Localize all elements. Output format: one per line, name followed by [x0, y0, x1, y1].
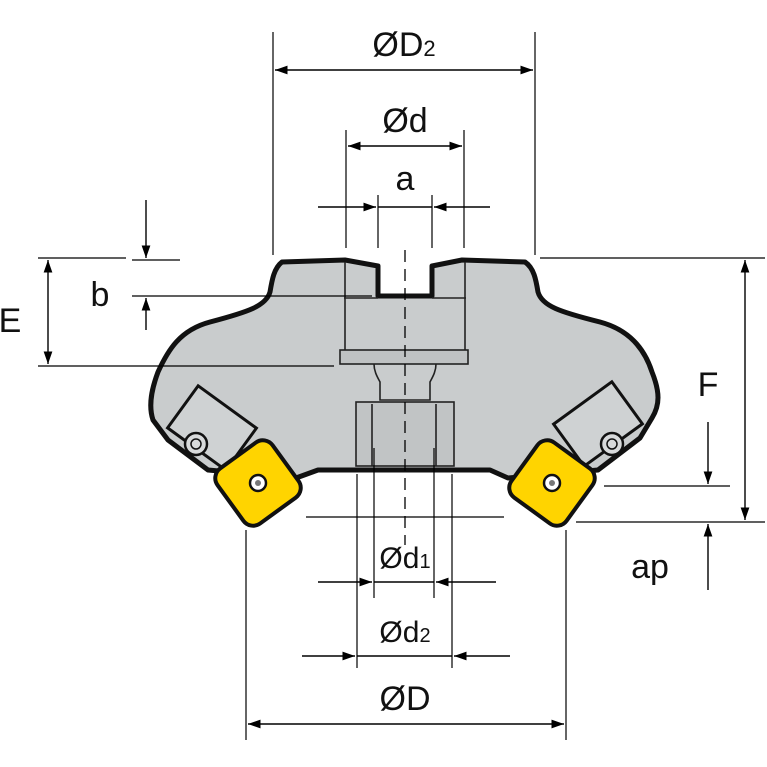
- label-D2: ØD2: [372, 26, 435, 64]
- cutter-body: [148, 250, 661, 545]
- label-E: E: [0, 302, 21, 340]
- dim-d: Ød: [345, 102, 465, 248]
- dim-d2: Ød2: [302, 474, 510, 668]
- dim-F: F: [540, 257, 765, 523]
- dim-D2: ØD2: [272, 26, 536, 255]
- dim-ap: ap: [604, 422, 730, 590]
- right-clamp-screw-icon: [599, 431, 625, 457]
- label-ap: ap: [631, 548, 669, 586]
- label-d1: Ød1: [379, 542, 430, 575]
- dim-b: b: [91, 200, 372, 330]
- left-clamp-screw-icon: [183, 431, 209, 457]
- label-b: b: [91, 276, 110, 314]
- label-d: Ød: [382, 102, 427, 140]
- dim-a: a: [318, 160, 490, 248]
- label-F: F: [698, 366, 719, 404]
- right-insert-pocket: [507, 379, 645, 528]
- label-d2: Ød2: [379, 616, 430, 649]
- dim-D: ØD: [245, 530, 567, 740]
- label-D: ØD: [380, 680, 431, 718]
- dim-E: E: [0, 257, 334, 367]
- left-insert-pocket: [165, 383, 303, 528]
- dim-d1: Ød1: [318, 448, 496, 598]
- label-a: a: [396, 160, 415, 198]
